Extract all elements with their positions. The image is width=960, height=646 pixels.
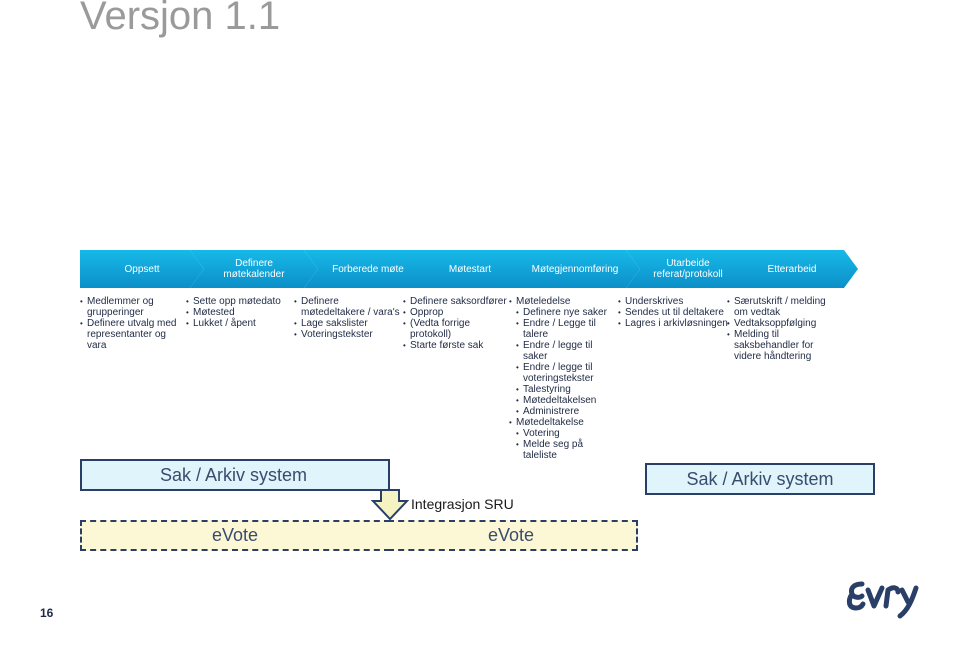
process-chevron-bar: Oppsett Definere møtekalender Forberede … (70, 250, 960, 292)
phase-motestart: Møtestart (408, 250, 532, 288)
list-item: Definere saksordfører (403, 296, 511, 307)
column-motestart: Definere saksordfører Opprop (Vedta forr… (403, 296, 511, 351)
sak-arkiv-system-box-left: Sak / Arkiv system (80, 459, 390, 491)
list-item: Sendes ut til deltakere (618, 307, 728, 318)
list-item: Melding til saksbehandler for videre hån… (727, 329, 827, 362)
slide-title: Versjon 1.1 (80, 0, 281, 38)
list-item: Talestyring (509, 384, 617, 395)
phase-motegjennomforing: Møtegjennomføring (510, 250, 640, 288)
column-referat: Underskrives Sendes ut til deltakere Lag… (618, 296, 728, 329)
list-item: Endre / Legge til talere (509, 318, 617, 340)
list-item: Lage sakslister (294, 318, 404, 329)
page-number: 16 (40, 606, 54, 620)
list-item: Møtedeltakelse (509, 417, 617, 428)
phase-label: Møtestart (448, 263, 492, 275)
sak-arkiv-system-box-right: Sak / Arkiv system (645, 463, 875, 495)
list-item: Starte første sak (403, 340, 511, 351)
list-item: Definere møtedeltakere / vara's (294, 296, 404, 318)
list-item: Møteledelse (509, 296, 617, 307)
list-item: Melde seg på taleliste (509, 439, 617, 461)
list-item: Underskrives (618, 296, 728, 307)
column-motegjennomforing: Møteledelse Definere nye saker Endre / L… (509, 296, 617, 461)
list-item: Særutskrift / melding om vedtak (727, 296, 827, 318)
column-oppsett: Medlemmer og grupperinger Definere utval… (80, 296, 180, 351)
list-item: Lukket / åpent (186, 318, 286, 329)
list-item: Sette opp møtedato (186, 296, 286, 307)
list-item: Endre / legge til voteringstekster (509, 362, 617, 384)
list-item: (Vedta forrige protokoll) (403, 318, 511, 340)
phase-label: Definere møtekalender (223, 258, 285, 280)
list-item: Administrere (509, 406, 617, 417)
list-item: Votering (509, 428, 617, 439)
list-item: Definere utvalg med representanter og va… (80, 318, 180, 351)
phase-label: Etterarbeid (767, 263, 817, 275)
list-item: Opprop (403, 307, 511, 318)
list-item: Møtested (186, 307, 286, 318)
list-item: Vedtaksoppfølging (727, 318, 827, 329)
phase-utarbeide-referat: Utarbeide referat/protokoll (626, 250, 750, 288)
down-arrow-icon (371, 489, 409, 521)
phase-label: Utarbeide referat/protokoll (653, 258, 723, 280)
list-item: Medlemmer og grupperinger (80, 296, 180, 318)
phase-forberede-mote: Forberede møte (304, 250, 432, 288)
evote-box-right: eVote (388, 520, 638, 551)
list-item: Definere nye saker (509, 307, 617, 318)
phase-label: Forberede møte (332, 263, 404, 275)
list-item: Lagres i arkivløsningen (618, 318, 728, 329)
phase-oppsett: Oppsett (80, 250, 204, 288)
list-item: Voteringstekster (294, 329, 404, 340)
list-item: Endre / legge til saker (509, 340, 617, 362)
evote-box-left: eVote (80, 520, 390, 551)
phase-definere-motekalender: Definere møtekalender (190, 250, 318, 288)
phase-label: Møtegjennomføring (531, 263, 619, 275)
evry-logo (846, 581, 919, 619)
phase-etterarbeid: Etterarbeid (726, 250, 858, 288)
column-motekalender: Sette opp møtedato Møtested Lukket / åpe… (186, 296, 286, 329)
list-item: Møtedeltakelsen (509, 395, 617, 406)
column-forberede: Definere møtedeltakere / vara's Lage sak… (294, 296, 404, 340)
phase-label: Oppsett (124, 263, 160, 275)
column-etterarbeid: Særutskrift / melding om vedtak Vedtakso… (727, 296, 827, 362)
integration-label: Integrasjon SRU (411, 496, 514, 512)
